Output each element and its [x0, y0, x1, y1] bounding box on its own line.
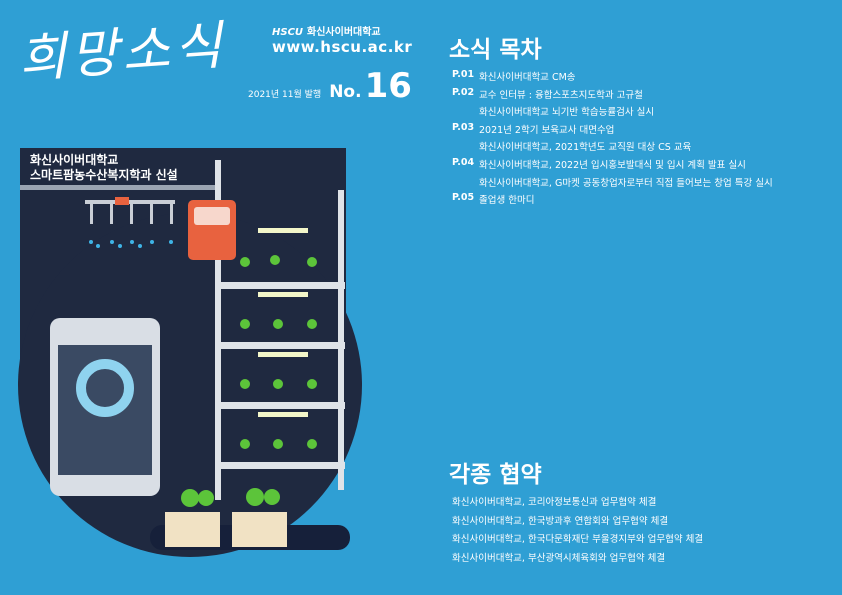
toc-heading: 소식 목차 [449, 37, 542, 63]
agreement-item: 화신사이버대학교, 부산광역시체육회와 업무협약 체결 [452, 552, 666, 564]
toc-page: P.02 [452, 86, 475, 98]
agreement-item: 화신사이버대학교, 한국방과후 연합회와 업무협약 체결 [452, 515, 669, 527]
toc-text: 화신사이버대학교, 2021학년도 교직원 대상 CS 교육 [479, 142, 692, 154]
agreement-item: 화신사이버대학교, 한국다문화재단 부울경지부와 업무협약 체결 [452, 534, 704, 545]
toc-item: P.02 교수 인터뷰 : 융합스포츠지도학과 고규철 [452, 87, 773, 105]
website-url: www.hscu.ac.kr [272, 38, 413, 56]
toc-page [452, 139, 479, 157]
toc-item: P.01 화신사이버대학교 CM송 [452, 69, 773, 87]
toc-item: 화신사이버대학교, G마켓 공동창업자로부터 직접 들어보는 창업 특강 실시 [452, 175, 773, 193]
issue-number: 16 [364, 66, 412, 106]
toc-item: 화신사이버대학교 뇌기반 학습능률검사 실시 [452, 104, 773, 122]
toc-text: 졸업생 한마디 [479, 195, 535, 207]
toc-text: 2021년 2학기 보육교사 대면수업 [479, 124, 615, 136]
toc-page [452, 175, 479, 193]
toc-text: 화신사이버대학교 뇌기반 학습능률검사 실시 [479, 107, 655, 119]
toc-item: P.03 2021년 2학기 보육교사 대면수업 [452, 122, 773, 140]
logo-name: 화신사이버대학교 [307, 27, 381, 38]
issue-date: 2021년 11월 발행 [248, 90, 322, 100]
toc-text: 화신사이버대학교 CM송 [479, 72, 576, 83]
magazine-title: 희망소식 [16, 15, 228, 91]
toc-item: P.05 졸업생 한마디 [452, 192, 773, 210]
toc-page: P.01 [452, 69, 475, 80]
toc-text: 화신사이버대학교, G마켓 공동창업자로부터 직접 들어보는 창업 특강 실시 [479, 177, 773, 189]
issue-number-label: No. [329, 82, 362, 102]
toc-list: P.01 화신사이버대학교 CM송 P.02 교수 인터뷰 : 융합스포츠지도학과 … [452, 69, 773, 210]
toc-text: 교수 인터뷰 : 융합스포츠지도학과 고규철 [479, 89, 643, 101]
toc-text: 화신사이버대학교, 2022년 입시홍보발대식 및 입시 계획 발표 실시 [479, 159, 746, 171]
toc-page [452, 104, 479, 122]
toc-item: 화신사이버대학교, 2021학년도 교직원 대상 CS 교육 [452, 139, 773, 157]
illustration-caption: 화신사이버대학교 스마트팜농수산복지학과 신설 [30, 153, 178, 183]
agreement-item: 화신사이버대학교, 코리아정보통신과 업무협약 체결 [452, 497, 657, 508]
agreements-heading: 각종 협약 [449, 462, 542, 488]
toc-item: P.04 화신사이버대학교, 2022년 입시홍보발대식 및 입시 계획 발표 실… [452, 157, 773, 175]
logo-brand: HSCU [272, 27, 304, 38]
caption-line: 스마트팜농수산복지학과 신설 [30, 168, 178, 182]
agreements-list: 화신사이버대학교, 코리아정보통신과 업무협약 체결 화신사이버대학교, 한국방… [452, 494, 703, 568]
toc-page: P.04 [452, 156, 475, 168]
toc-page: P.05 [452, 192, 475, 204]
toc-page: P.03 [452, 121, 475, 133]
issue-info: 2021년 11월 발행 No. 16 [248, 66, 412, 106]
caption-line: 화신사이버대학교 [30, 153, 119, 167]
